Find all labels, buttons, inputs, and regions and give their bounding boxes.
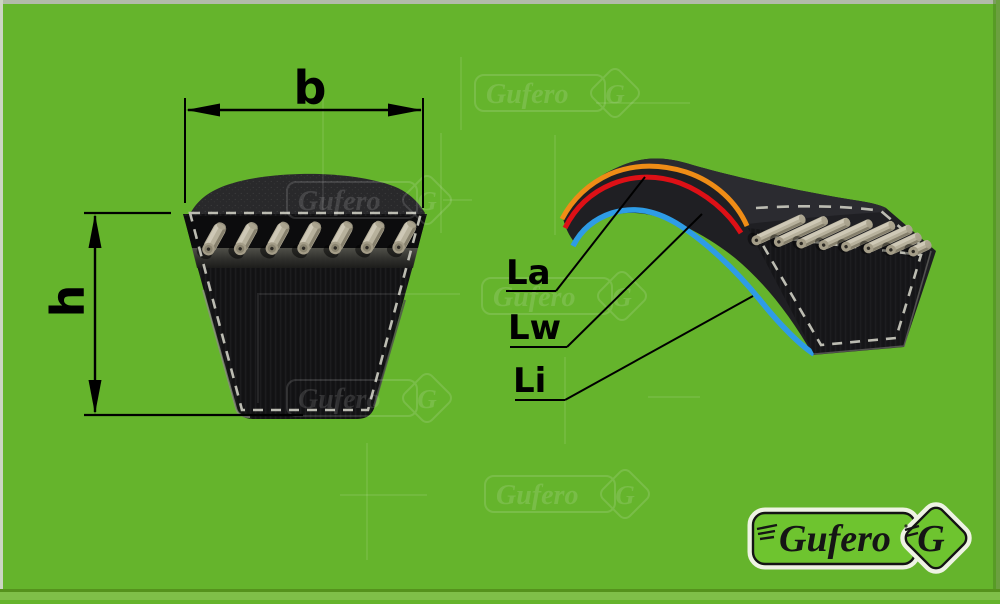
inner-length-label: Li [513, 361, 546, 401]
svg-text:Gufero: Gufero [298, 384, 380, 415]
frame-bottom [0, 592, 1000, 600]
watermark-logo: Gufero G [475, 66, 642, 120]
frame-right [996, 0, 1000, 600]
svg-text:G: G [615, 480, 635, 510]
arrowhead-right [388, 104, 422, 117]
arrowhead-left [186, 104, 220, 117]
svg-text:Gufero: Gufero [486, 79, 568, 110]
frame-top [0, 0, 1000, 4]
arrowhead-bottom [89, 380, 102, 414]
pitch-length-label: Lw [508, 308, 561, 348]
svg-text:G: G [417, 186, 437, 216]
outer-length-label: La [506, 253, 551, 293]
brand-name: Gufero [779, 518, 891, 560]
watermark-logo: Gufero G [485, 467, 652, 521]
svg-text:G: G [605, 79, 625, 109]
belt-3d-view [562, 158, 936, 355]
svg-text:Gufero: Gufero [496, 480, 578, 511]
width-label: b [294, 61, 327, 115]
svg-text:Gufero: Gufero [298, 186, 380, 217]
brand-trademark-dot [904, 524, 907, 527]
frame-left [0, 0, 3, 600]
arrowhead-top [89, 214, 102, 248]
frame-right-line [993, 0, 996, 600]
svg-text:G: G [417, 384, 437, 414]
watermark-logo: Gufero G [287, 173, 454, 227]
frame-bottom-line [0, 589, 1000, 592]
watermark-logo: Gufero G [287, 371, 454, 425]
height-label: h [41, 285, 95, 318]
brand-monogram: G [917, 518, 945, 560]
brand-logo: Gufero G [750, 500, 974, 576]
